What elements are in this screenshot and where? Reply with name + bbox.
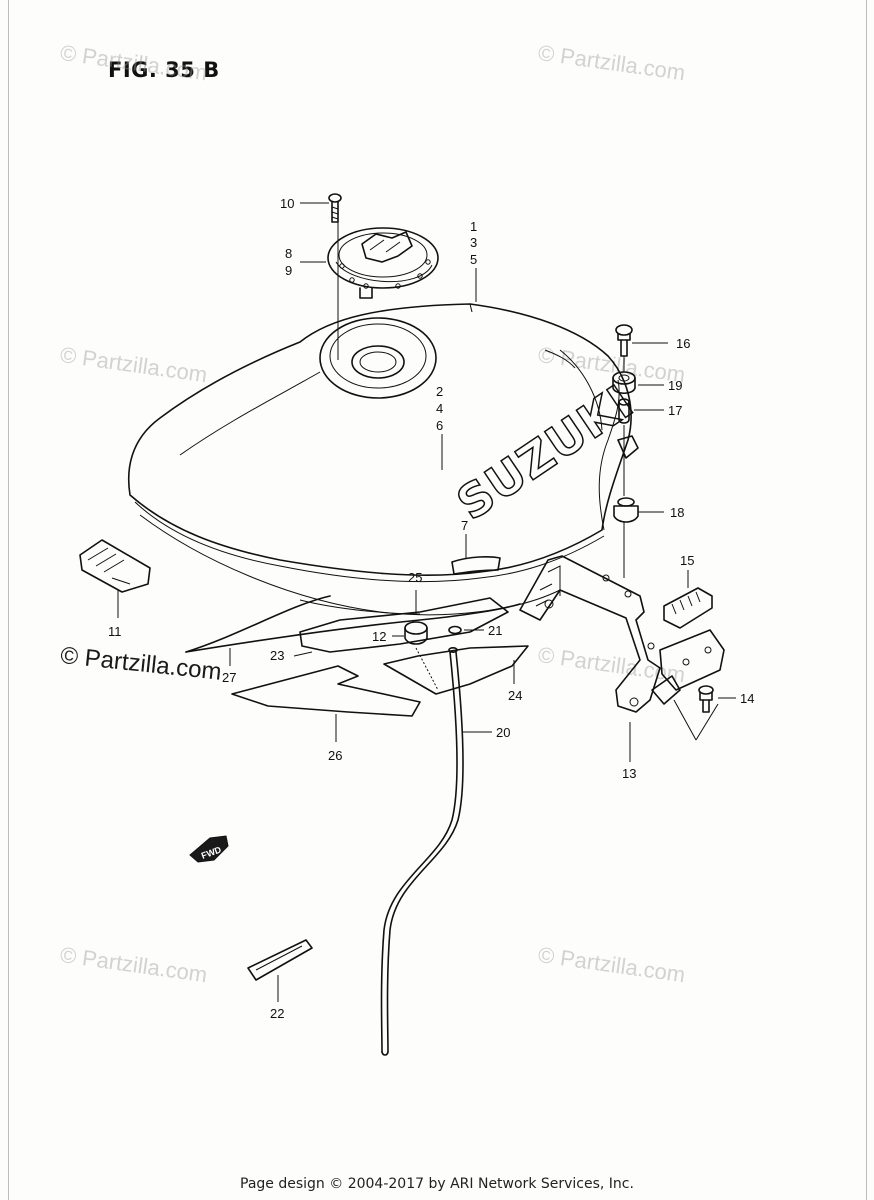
callout-13: 13 (622, 766, 636, 781)
callout-5: 5 (470, 252, 477, 267)
callout-14: 14 (740, 691, 754, 706)
callout-27: 27 (222, 670, 236, 685)
spacer (618, 398, 630, 424)
callout-26: 26 (328, 748, 342, 763)
callout-19: 19 (668, 378, 682, 393)
callout-8: 8 (285, 246, 292, 261)
tank-bracket (519, 555, 681, 713)
callout-3: 3 (470, 235, 477, 250)
rubber-pad (404, 621, 428, 645)
forward-direction-marker (189, 835, 229, 863)
heat-insulators (185, 595, 529, 717)
callout-24: 24 (508, 688, 522, 703)
callout-16: 16 (676, 336, 690, 351)
callout-9: 9 (285, 263, 292, 278)
page-footer: Page design © 2004-2017 by ARI Network S… (240, 1176, 634, 1192)
leader-lines (117, 202, 736, 1002)
side-mount-plate (659, 629, 725, 691)
callout-21: 21 (488, 623, 502, 638)
clip (448, 625, 462, 635)
callout-4: 4 (436, 401, 443, 416)
cushion (613, 497, 639, 523)
mount-bolt (615, 324, 633, 357)
callout-23: 23 (270, 648, 284, 663)
fuel-tank (127, 303, 639, 616)
callout-18: 18 (670, 505, 684, 520)
fuel-cap (327, 227, 439, 299)
breather-hose (380, 646, 464, 1056)
cap-bolt (328, 193, 342, 223)
callout-6: 6 (436, 418, 443, 433)
side-grommet (79, 539, 151, 593)
callout-10: 10 (280, 196, 294, 211)
bracket-bolt (698, 685, 714, 713)
hose-clamp (247, 939, 313, 981)
callout-labels: 1 3 5 2 4 6 7 8 9 10 11 12 13 14 15 16 1… (108, 196, 754, 1021)
figure-title: FIG. 35 B (108, 58, 220, 82)
callout-2: 2 (436, 384, 443, 399)
callout-11: 11 (108, 624, 122, 639)
callout-15: 15 (680, 553, 694, 568)
callout-12: 12 (372, 629, 386, 644)
rubber-cushion (663, 587, 713, 629)
callout-17: 17 (668, 403, 682, 418)
left-scan-edge (8, 0, 9, 1200)
right-scan-edge (866, 0, 867, 1200)
callout-1: 1 (470, 219, 477, 234)
callout-25: 25 (408, 570, 422, 585)
callout-22: 22 (270, 1006, 284, 1021)
callout-7: 7 (461, 518, 468, 533)
callout-20: 20 (496, 725, 510, 740)
